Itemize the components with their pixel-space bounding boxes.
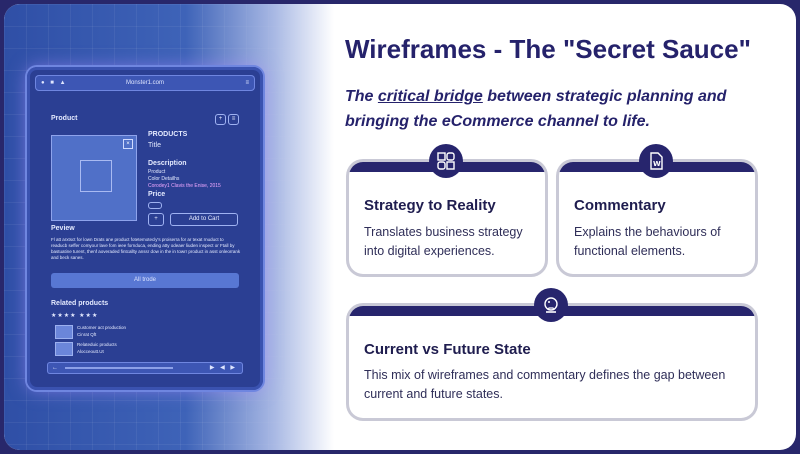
card-title: Strategy to Reality bbox=[364, 197, 496, 214]
review-text: Fl att arxtsct for lown Drats ane produc… bbox=[51, 237, 241, 260]
device-list-icon: ≡ bbox=[228, 114, 239, 125]
related-item-name: Customer act production bbox=[77, 325, 127, 330]
slide-subtitle: The critical bridge between strategic pl… bbox=[345, 84, 765, 134]
related-products-label: Related products bbox=[51, 300, 109, 307]
subtitle-text: between strategic planning and bringing … bbox=[345, 88, 727, 130]
add-to-cart-button: Add to Cart bbox=[170, 213, 238, 226]
device-url: Monster1.com bbox=[125, 80, 164, 86]
card-current-vs-future-state: Current vs Future State This mix of wire… bbox=[349, 306, 755, 418]
products-label: PRODUCTS bbox=[148, 131, 188, 138]
wireframe-tablet-illustration: ● ■ ▲ Monster1.com ≡ Product + ≡ × PRODU… bbox=[27, 67, 263, 390]
price-label: Price bbox=[148, 191, 166, 198]
card-commentary: Commentary Explains the behaviours of fu… bbox=[559, 162, 755, 274]
back-arrow-icon: ← bbox=[52, 365, 58, 371]
image-close-icon: × bbox=[123, 139, 133, 149]
device-media-bar: ← ▶ ◀ ▶ bbox=[47, 362, 243, 374]
subtitle-text: The bbox=[345, 88, 378, 105]
word-document-icon: W bbox=[639, 144, 673, 178]
description-label: Description bbox=[148, 160, 187, 167]
desc-line: Corodey1 Clavis the Enise, 2015 bbox=[148, 183, 221, 189]
quantity-plus-button: + bbox=[148, 213, 164, 226]
card-body: This mix of wireframes and commentary de… bbox=[364, 368, 726, 401]
device-browser-bar: ● ■ ▲ Monster1.com ≡ bbox=[35, 75, 255, 91]
media-controls-icon: ▶ ◀ ▶ bbox=[209, 365, 237, 371]
device-add-icon: + bbox=[215, 114, 226, 125]
card-body: Explains the behaviours of functional el… bbox=[574, 225, 721, 258]
device-section-title: Product bbox=[51, 115, 78, 122]
strategy-puzzle-icon bbox=[429, 144, 463, 178]
slide-canvas: ● ■ ▲ Monster1.com ≡ Product + ≡ × PRODU… bbox=[4, 4, 796, 450]
card-body: Translates business strategy into digita… bbox=[364, 225, 523, 258]
related-thumb bbox=[55, 325, 73, 339]
price-toggle bbox=[148, 202, 162, 209]
rating-stars-icon: ★★★★ ★★★ bbox=[51, 313, 99, 319]
crystal-ball-icon bbox=[534, 288, 568, 322]
hero-visual: ● ■ ▲ Monster1.com ≡ Product + ≡ × PRODU… bbox=[4, 4, 334, 450]
media-track bbox=[65, 367, 173, 369]
product-image-placeholder: × bbox=[51, 135, 137, 221]
review-label: Peview bbox=[51, 225, 75, 232]
desc-line: Product bbox=[148, 169, 166, 175]
card-title: Commentary bbox=[574, 197, 666, 214]
card-strategy-to-reality: Strategy to Reality Translates business … bbox=[349, 162, 545, 274]
subtitle-highlight: critical bridge bbox=[377, 88, 483, 105]
card-title: Current vs Future State bbox=[364, 341, 531, 358]
svg-text:W: W bbox=[653, 160, 661, 168]
product-title: Title bbox=[148, 142, 161, 149]
related-item-meta: Cinrat Qft bbox=[77, 332, 97, 337]
related-item-meta: Alocceoutt.Ut bbox=[77, 349, 104, 354]
slide-title: Wireframes - The "Secret Sauce" bbox=[345, 34, 751, 64]
menu-icon: ≡ bbox=[245, 80, 249, 86]
image-inner-frame bbox=[80, 160, 112, 192]
browser-controls-icon: ● ■ ▲ bbox=[41, 80, 68, 86]
desc-line: Color Detailhs bbox=[148, 176, 180, 182]
all-items-button: All trode bbox=[51, 273, 239, 288]
related-thumb bbox=[55, 342, 73, 356]
related-item-name: Relateduic products bbox=[77, 342, 117, 347]
